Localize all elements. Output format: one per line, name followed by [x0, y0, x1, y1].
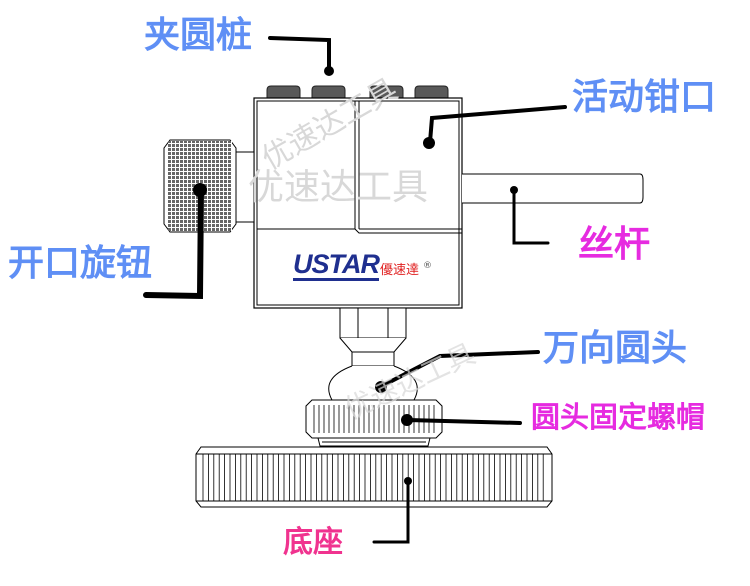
- watermark: 优速达工具: [248, 167, 429, 208]
- label-movable-jaw: 活动钳口: [572, 77, 717, 118]
- label-opening-knob: 开口旋钮: [8, 243, 153, 284]
- opening-knob: [163, 139, 255, 233]
- label-universal-ball-head: 万向圆头: [543, 328, 688, 369]
- label-base: 底座: [283, 525, 343, 560]
- leader-lead-screw: [512, 188, 550, 245]
- clamp-pins: [266, 85, 449, 99]
- clamp-pin: [266, 85, 301, 99]
- ustar-logo: USTAR 優速達 ®: [293, 251, 432, 281]
- lead-screw: [462, 173, 644, 204]
- label-clamp-pins: 夹圆桩: [144, 15, 253, 56]
- clamp-pin: [369, 85, 404, 99]
- leader-base: [372, 479, 410, 544]
- logo-chinese: 優速達: [380, 263, 420, 278]
- leader-opening-knob: [143, 187, 204, 300]
- logo-registered: ®: [423, 261, 433, 271]
- leader-clamp-pins: [268, 36, 331, 70]
- label-ball-head-lock-nut: 圆头固定螺帽: [531, 400, 706, 434]
- universal-ball-head: [328, 307, 418, 401]
- leader-ball-head: [380, 350, 540, 388]
- logo-brand: USTAR: [293, 249, 380, 281]
- base: [195, 446, 553, 508]
- ball-head-lock-nut: [305, 399, 443, 447]
- leader-lock-nut: [406, 418, 522, 425]
- leader-lines: [143, 36, 567, 544]
- leader-movable-jaw: [428, 105, 567, 144]
- clamp-pin: [311, 85, 346, 99]
- clamp-pin: [414, 85, 449, 99]
- label-lead-screw: 丝杆: [578, 224, 651, 265]
